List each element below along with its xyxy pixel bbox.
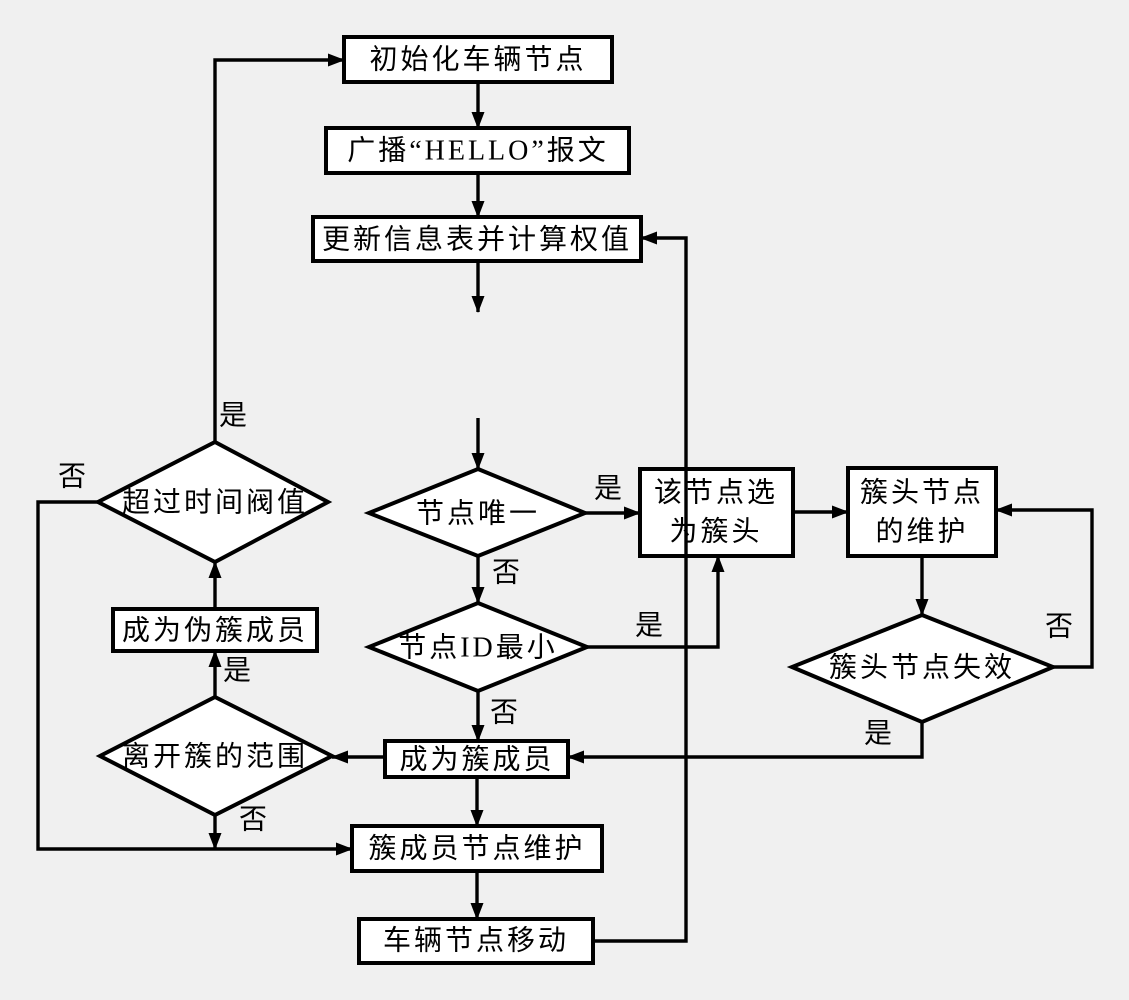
label-id-min: 节点ID最小 xyxy=(398,632,558,664)
edge-head-fail-no-loop xyxy=(995,503,1094,669)
label-head-maintain-line1: 簇头节点 xyxy=(860,477,984,509)
edge-label-unique-no: 否 xyxy=(492,558,520,589)
node-shapes xyxy=(93,35,1059,965)
edge-label-leave-no: 否 xyxy=(239,805,267,836)
process-cluster-head-maintain xyxy=(846,466,998,558)
edge-labels: 是 否 是 否 是 否 是 否 是 否 xyxy=(58,401,1073,836)
edge-label-id-min-no: 否 xyxy=(490,698,518,729)
edge-label-timeout-yes: 是 xyxy=(219,401,247,432)
edge-move-to-update-feedback xyxy=(593,231,688,943)
edge-label-leave-yes: 是 xyxy=(223,656,251,687)
label-node-move: 车辆节点移动 xyxy=(383,925,569,957)
label-selected-head-line1: 该节点选 xyxy=(654,477,778,509)
label-timeout: 超过时间阀值 xyxy=(122,487,308,519)
process-update-table-weight xyxy=(311,215,643,263)
edge-label-id-min-yes: 是 xyxy=(635,611,663,642)
edge-label-head-fail-yes: 是 xyxy=(864,719,892,750)
label-head-fail: 簇头节点失效 xyxy=(829,652,1015,684)
label-selected-head-line2: 为簇头 xyxy=(669,516,762,548)
edge-label-head-fail-no: 否 xyxy=(1045,612,1073,643)
process-init-vehicle-node xyxy=(342,35,614,84)
edge-timeout-no xyxy=(36,500,353,856)
label-member-maintain: 簇成员节点维护 xyxy=(368,833,585,865)
label-broadcast: 广播“HELLO”报文 xyxy=(347,135,609,167)
label-init: 初始化车辆节点 xyxy=(369,44,586,76)
label-become-member: 成为簇成员 xyxy=(399,744,554,776)
label-pseudo-member: 成为伪簇成员 xyxy=(122,615,308,647)
label-head-maintain-line2: 的维护 xyxy=(875,516,968,548)
label-unique: 节点唯一 xyxy=(416,498,540,530)
edge-timeout-yes-to-init xyxy=(213,53,345,442)
edge-label-unique-yes: 是 xyxy=(594,474,622,505)
edge-id-min-yes xyxy=(587,555,725,649)
edge-label-timeout-no: 否 xyxy=(58,462,86,493)
node-labels: 初始化车辆节点 广播“HELLO”报文 更新信息表并计算权值 节点唯一 节点ID… xyxy=(122,44,1015,957)
label-leave-range: 离开簇的范围 xyxy=(122,741,308,773)
label-update: 更新信息表并计算权值 xyxy=(322,224,632,256)
flow-edges xyxy=(36,53,1094,943)
process-cluster-member-maintain xyxy=(350,824,604,873)
